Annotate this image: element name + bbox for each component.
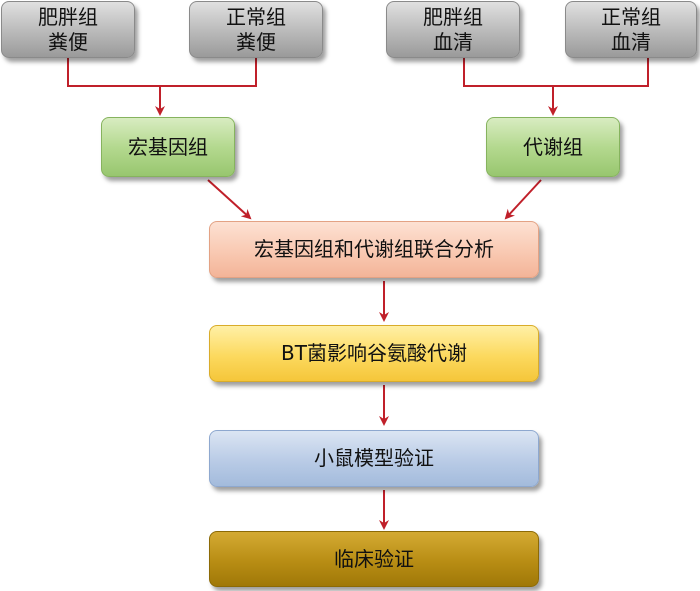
arrow-metagenomics-to-joint (207, 179, 252, 220)
node-normal-feces: 正常组 粪便 (189, 1, 323, 58)
node-obese-feces: 肥胖组 粪便 (1, 1, 135, 58)
node-mouse-validation: 小鼠模型验证 (209, 430, 539, 487)
node-metabolomics-label: 代谢组 (523, 134, 583, 159)
node-obese-serum-line2: 血清 (433, 29, 473, 54)
node-normal-feces-line2: 粪便 (236, 29, 276, 54)
node-mouse-validation-label: 小鼠模型验证 (314, 446, 434, 471)
node-clinical-validation-label: 临床验证 (334, 546, 414, 571)
connector-serum-bracket (463, 58, 649, 87)
node-obese-feces-line2: 粪便 (48, 29, 88, 54)
node-metagenomics: 宏基因组 (101, 117, 235, 177)
node-normal-feces-line1: 正常组 (226, 5, 286, 30)
node-joint-analysis-label: 宏基因组和代谢组联合分析 (254, 237, 494, 262)
node-normal-serum: 正常组 血清 (565, 1, 697, 58)
node-normal-serum-line2: 血清 (611, 29, 651, 54)
node-metagenomics-label: 宏基因组 (128, 134, 208, 159)
node-bt-bacteria-label: BT菌影响谷氨酸代谢 (281, 341, 467, 366)
node-obese-serum-line1: 肥胖组 (423, 5, 483, 30)
node-bt-bacteria: BT菌影响谷氨酸代谢 (209, 325, 539, 382)
node-metabolomics: 代谢组 (486, 117, 620, 177)
connector-feces-bracket (67, 58, 257, 87)
node-normal-serum-line1: 正常组 (601, 5, 661, 30)
node-clinical-validation: 临床验证 (209, 531, 539, 587)
node-obese-feces-line1: 肥胖组 (38, 5, 98, 30)
arrow-metabolomics-to-joint (504, 179, 542, 220)
node-obese-serum: 肥胖组 血清 (386, 1, 520, 58)
node-joint-analysis: 宏基因组和代谢组联合分析 (209, 221, 539, 278)
